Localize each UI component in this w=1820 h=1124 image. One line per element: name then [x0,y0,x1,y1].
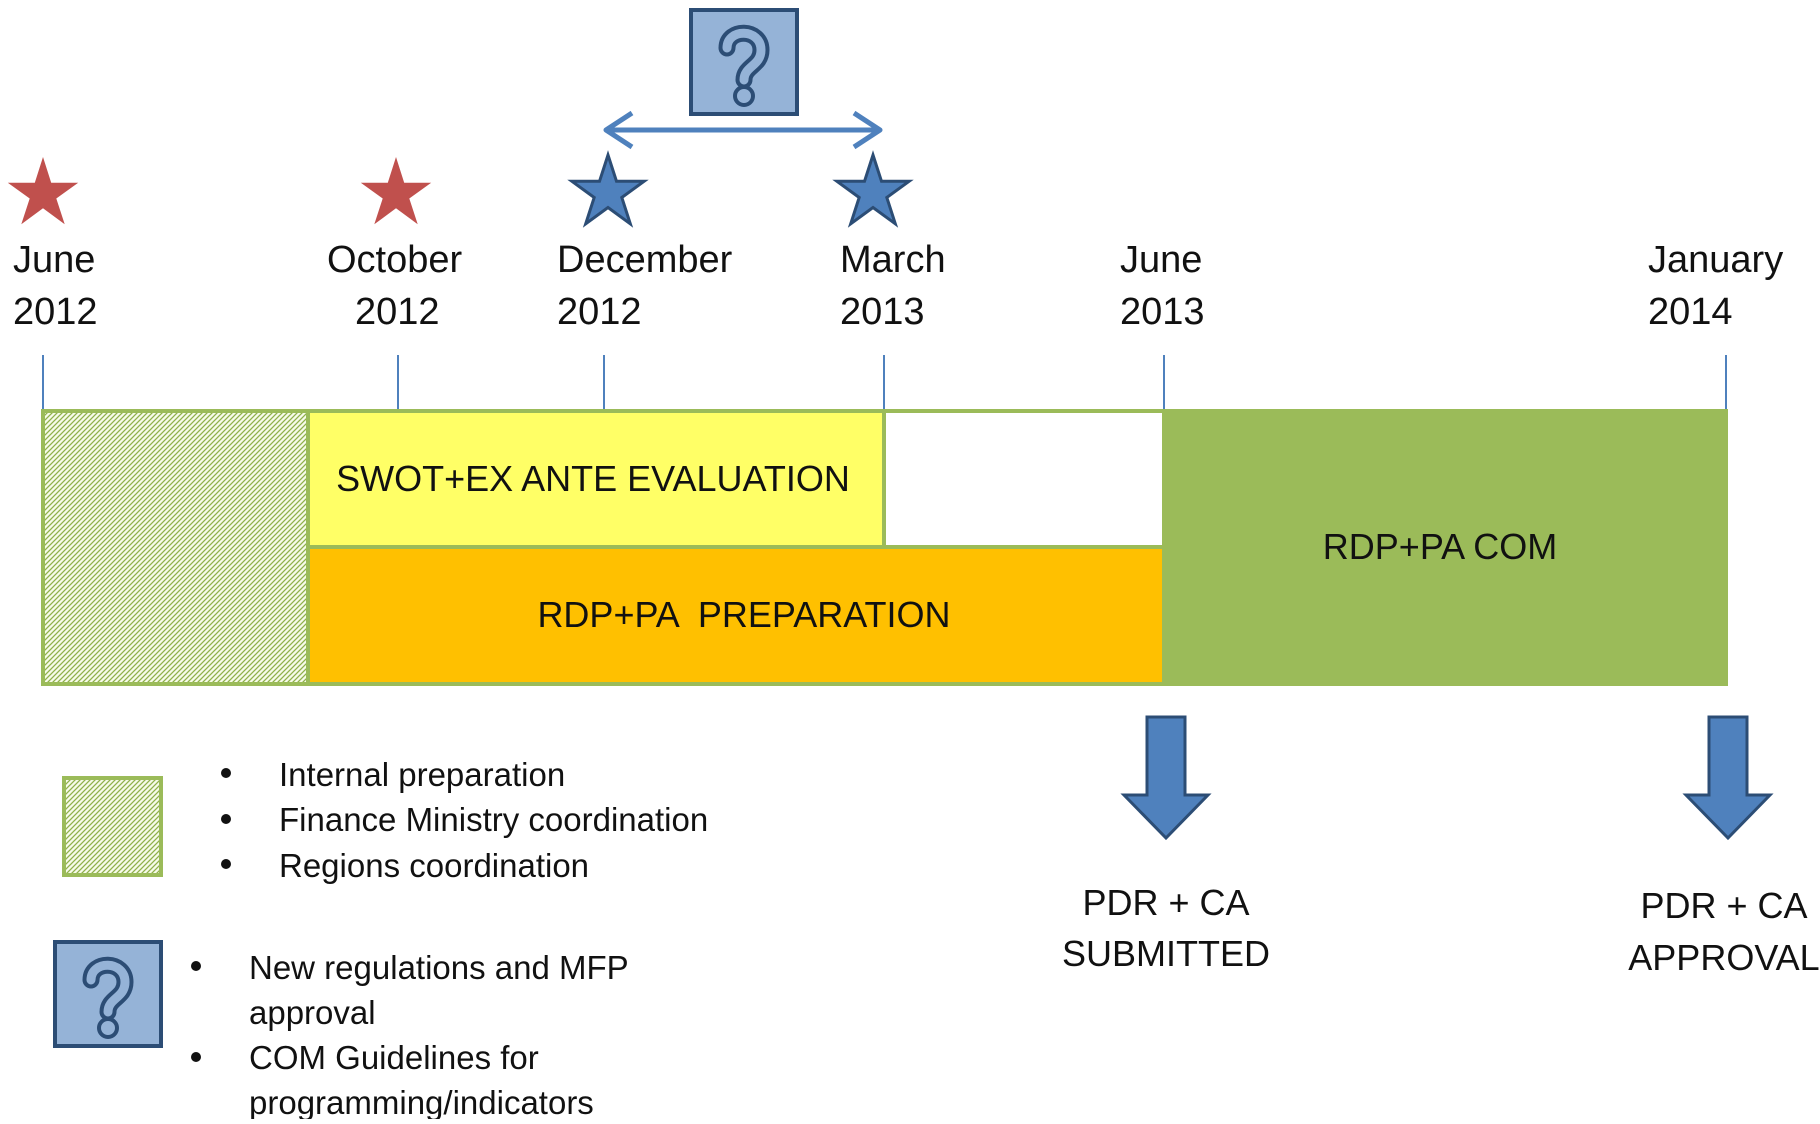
bullet-icon [221,859,231,869]
phase-bars: SWOT+EX ANTE EVALUATION RDP+PA PREPARATI… [41,409,1728,686]
bullet-icon [221,814,231,824]
output-submitted: PDR + CA SUBMITTED [1062,715,1270,974]
milestone-year: 2012 [557,291,642,333]
output-line: PDR + CA [1082,882,1249,923]
legend-hatched: Internal preparation Finance Ministry co… [62,756,708,884]
legend-question: New regulations and MFP approval COM Gui… [53,940,629,1121]
preparation-phase-block [306,545,1166,686]
milestone-month: December [557,239,733,281]
down-arrow-icon [1682,715,1774,841]
milestone-month: October [327,239,463,281]
uncertainty-span-arrow [603,110,883,150]
gap-block [882,409,1166,549]
milestone-year: 2013 [1120,291,1205,333]
question-mark-icon [82,956,134,1039]
legend-item: Finance Ministry coordination [279,801,708,838]
com-phase-block [1162,409,1728,686]
swot-phase-block [306,409,886,549]
legend-item: programming/indicators [249,1084,594,1119]
legend-item: COM Guidelines for [249,1039,539,1076]
legend-item: Regions coordination [279,847,589,884]
milestone-month: March [840,239,946,281]
milestone-month: June [1120,239,1202,281]
bullet-icon [221,768,231,778]
milestone-year: 2013 [840,291,925,333]
bullet-icon [191,1052,201,1062]
milestone-ticks [42,355,1727,411]
milestone-month: January [1648,239,1783,281]
milestone-year: 2012 [13,291,98,333]
swot-phase-label: SWOT+EX ANTE EVALUATION [336,458,850,499]
legend-item: approval [249,994,376,1031]
output-line: APPROVAL [1628,937,1819,978]
star-icon-june-2012 [7,157,79,225]
star-icon-march-2013 [832,150,914,228]
output-approval: PDR + CA APPROVAL [1628,715,1820,978]
internal-phase-block [41,409,310,686]
com-phase-label: RDP+PA COM [1323,526,1557,567]
legend-item: New regulations and MFP [249,949,629,986]
milestone-stars [7,150,914,228]
legend-item: Internal preparation [279,756,565,793]
hatched-swatch [62,776,163,877]
star-icon-december-2012 [567,150,649,228]
milestone-year: 2014 [1648,291,1733,333]
milestone-month: June [13,239,95,281]
preparation-phase-label: RDP+PA PREPARATION [537,594,950,635]
star-icon-october-2012 [360,157,432,225]
question-box-top [689,8,799,116]
output-line: PDR + CA [1640,885,1807,926]
milestone-year: 2012 [355,291,440,333]
question-mark-icon [718,24,770,107]
down-arrow-icon [1120,715,1212,841]
milestone-labels: June 2012 October 2012 December 2012 Mar… [13,239,1783,333]
bullet-icon [191,961,201,971]
output-line: SUBMITTED [1062,933,1270,974]
